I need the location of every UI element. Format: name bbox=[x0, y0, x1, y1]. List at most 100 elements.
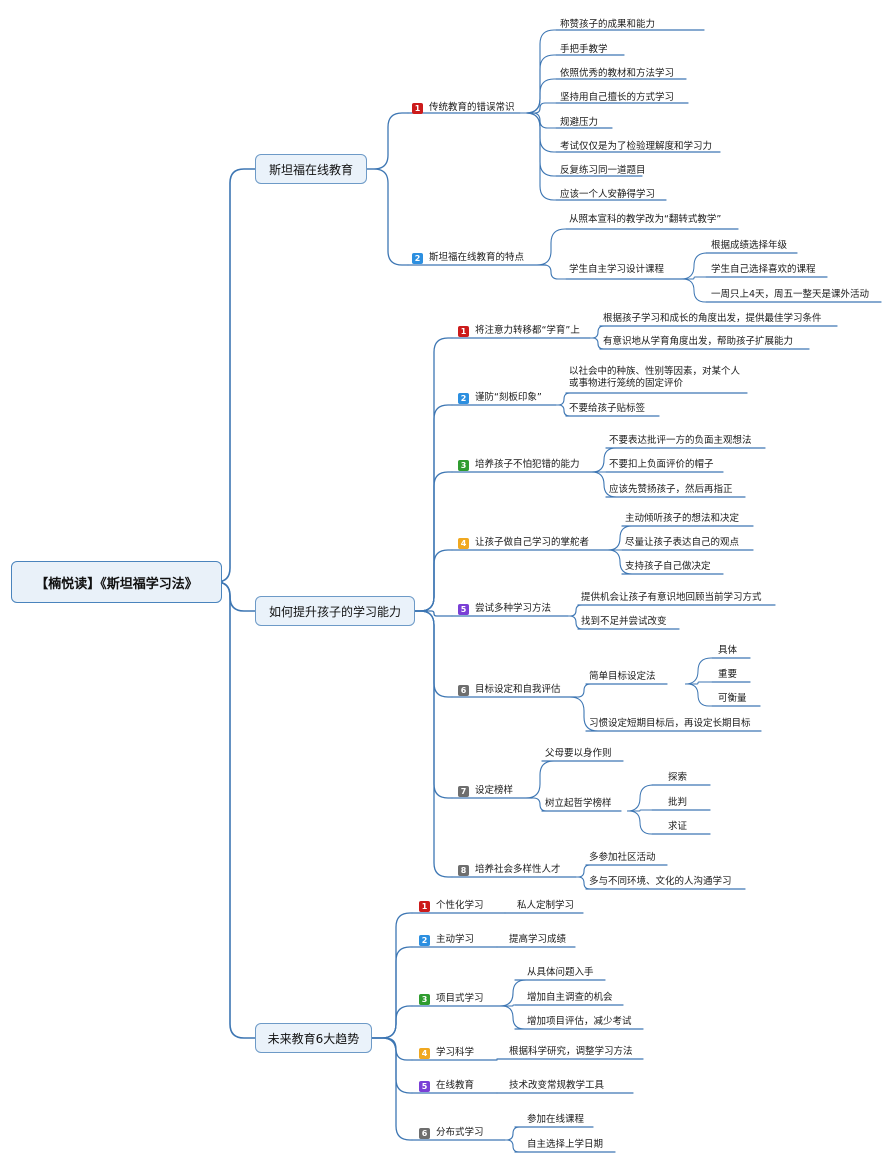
leaf-item[interactable]: 学生自主学习设计课程 bbox=[569, 264, 665, 275]
connector-line bbox=[499, 979, 527, 1007]
priority-1-icon: 1 bbox=[458, 326, 469, 337]
connector-line bbox=[215, 168, 256, 583]
leaf-item[interactable]: 树立起哲学榜样 bbox=[545, 798, 612, 809]
priority-7-icon: 7 bbox=[458, 786, 469, 797]
leaf-item[interactable]: 习惯设定短期目标后，再设定长期目标 bbox=[589, 718, 751, 729]
leaf-item[interactable]: 技术改变常规教学工具 bbox=[509, 1080, 605, 1091]
leaf-item[interactable]: 根据科学研究，调整学习方法 bbox=[509, 1046, 633, 1057]
subtopic-label: 个性化学习 bbox=[436, 900, 484, 911]
leaf-item[interactable]: 主动倾听孩子的想法和决定 bbox=[625, 513, 740, 524]
connector-line bbox=[628, 810, 653, 835]
leaf-subitem[interactable]: 可衡量 bbox=[718, 693, 747, 704]
leaf-subitem[interactable]: 批判 bbox=[668, 797, 688, 808]
leaf-item[interactable]: 手把手教学 bbox=[560, 44, 608, 55]
leaf-item[interactable]: 反复练习同一道题目 bbox=[560, 165, 646, 176]
priority-6-icon: 6 bbox=[419, 1128, 430, 1139]
main-topic-learning-ability[interactable]: 如何提升孩子的学习能力 bbox=[255, 596, 415, 626]
connector-line bbox=[685, 276, 707, 280]
leaf-item[interactable]: 从照本宣科的教学改为“翻转式教学” bbox=[569, 214, 722, 225]
connector-line bbox=[366, 112, 409, 170]
leaf-item[interactable]: 应该先赞扬孩子，然后再指正 bbox=[609, 484, 733, 495]
connector-line bbox=[689, 681, 713, 685]
leaf-item[interactable]: 坚持用自己擅长的方式学习 bbox=[560, 92, 675, 103]
leaf-subitem[interactable]: 一周只上4天，周五一整天是课外活动 bbox=[711, 289, 870, 300]
connector-line bbox=[591, 471, 617, 498]
leaf-item[interactable]: 私人定制学习 bbox=[517, 900, 575, 911]
root-topic[interactable]: 【楠悦读】《斯坦福学习法》 bbox=[11, 561, 222, 603]
leaf-item[interactable]: 不要表达批评一方的负面主观想法 bbox=[609, 435, 752, 446]
connector-line bbox=[366, 168, 409, 266]
priority-3-icon: 3 bbox=[458, 460, 469, 471]
leaf-subitem[interactable]: 根据成绩选择年级 bbox=[711, 240, 788, 251]
leaf-item[interactable]: 应该一个人安静得学习 bbox=[560, 189, 656, 200]
priority-5-icon: 5 bbox=[419, 1081, 430, 1092]
subtopic-personalized[interactable]: 1 个性化学习 bbox=[419, 900, 484, 912]
leaf-subitem[interactable]: 探索 bbox=[668, 772, 688, 783]
leaf-item[interactable]: 简单目标设定法 bbox=[589, 671, 656, 682]
leaf-item[interactable]: 提供机会让孩子有意识地回顾当前学习方式 bbox=[581, 592, 762, 603]
leaf-item[interactable]: 称赞孩子的成果和能力 bbox=[560, 19, 656, 30]
leaf-subitem[interactable]: 求证 bbox=[668, 821, 688, 832]
leaf-item[interactable]: 以社会中的种族、性别等因素，对某个人或事物进行笼统的固定评价 bbox=[569, 366, 741, 389]
leaf-subitem[interactable]: 重要 bbox=[718, 669, 738, 680]
leaf-item[interactable]: 尽量让孩子表达自己的观点 bbox=[625, 537, 740, 548]
connector-line bbox=[589, 325, 605, 339]
priority-1-icon: 1 bbox=[419, 901, 430, 912]
leaf-subitem[interactable]: 学生自己选择喜欢的课程 bbox=[711, 264, 816, 275]
leaf-item[interactable]: 找到不足并尝试改变 bbox=[581, 616, 667, 627]
leaf-item[interactable]: 参加在线课程 bbox=[527, 1114, 585, 1125]
leaf-item[interactable]: 不要给孩子贴标签 bbox=[569, 403, 646, 414]
connector-line bbox=[519, 102, 557, 114]
leaf-item[interactable]: 依照优秀的教材和方法学习 bbox=[560, 68, 675, 79]
leaf-item[interactable]: 不要扣上负面评价的帽子 bbox=[609, 459, 714, 470]
connector-line bbox=[589, 337, 604, 350]
leaf-item[interactable]: 增加自主调查的机会 bbox=[527, 992, 613, 1003]
connector-line bbox=[519, 78, 557, 114]
leaf-item[interactable]: 支持孩子自己做决定 bbox=[625, 561, 711, 572]
subtopic-label: 设定榜样 bbox=[475, 785, 514, 796]
connector-line bbox=[414, 610, 453, 878]
subtopic-role-model[interactable]: 7 设定榜样 bbox=[458, 785, 513, 797]
leaf-item[interactable]: 有意识地从学育角度出发，帮助孩子扩展能力 bbox=[603, 336, 794, 347]
leaf-item[interactable]: 增加项目评估，减少考试 bbox=[527, 1016, 632, 1027]
connector-line bbox=[591, 447, 617, 473]
connector-line bbox=[519, 29, 557, 114]
priority-2-icon: 2 bbox=[419, 935, 430, 946]
leaf-item[interactable]: 多与不同环境、文化的人沟通学习 bbox=[589, 876, 732, 887]
main-topic-future-trends[interactable]: 未来教育6大趋势 bbox=[255, 1023, 372, 1053]
main-topic-stanford-online[interactable]: 斯坦福在线教育 bbox=[255, 154, 367, 184]
connector-line bbox=[543, 264, 567, 280]
subtopic-label: 学习科学 bbox=[436, 1047, 475, 1058]
leaf-item[interactable]: 考试仅仅是为了检验理解度和学习力 bbox=[560, 141, 713, 152]
leaf-item[interactable]: 父母要以身作则 bbox=[545, 748, 612, 759]
leaf-item[interactable]: 根据孩子学习和成长的角度出发，提供最佳学习条件 bbox=[603, 313, 822, 324]
leaf-item[interactable]: 多参加社区活动 bbox=[589, 852, 656, 863]
connector-line bbox=[680, 252, 708, 280]
subtopic-label: 在线教育 bbox=[436, 1080, 475, 1091]
subtopic-label: 让孩子做自己学习的掌舵者 bbox=[475, 537, 590, 548]
subtopic-online[interactable]: 5 在线教育 bbox=[419, 1080, 474, 1092]
priority-3-icon: 3 bbox=[419, 994, 430, 1005]
connector-line bbox=[682, 278, 707, 303]
leaf-subitem[interactable]: 具体 bbox=[718, 645, 738, 656]
leaf-item[interactable]: 从具体问题入手 bbox=[527, 967, 594, 978]
leaf-item[interactable]: 提高学习成绩 bbox=[509, 934, 567, 945]
priority-2-icon: 2 bbox=[458, 393, 469, 404]
leaf-item[interactable]: 自主选择上学日期 bbox=[527, 1139, 604, 1150]
priority-5-icon: 5 bbox=[458, 604, 469, 615]
leaf-item[interactable]: 规避压力 bbox=[560, 117, 599, 128]
